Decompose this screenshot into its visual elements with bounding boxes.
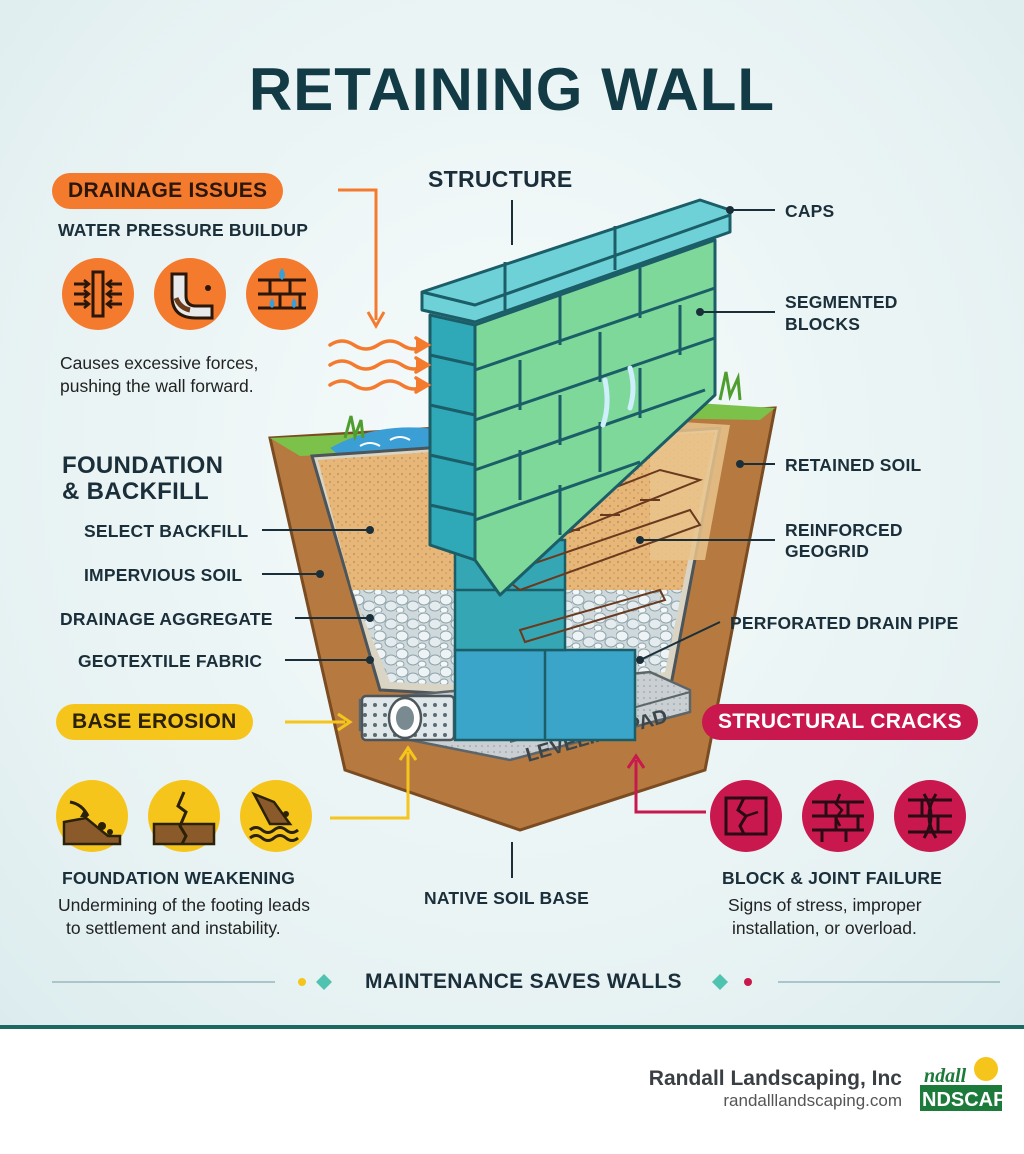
- retained-soil-band: [650, 420, 730, 560]
- page-title: RETAINING WALL: [248, 56, 776, 123]
- drainage-description-line2: pushing the wall forward.: [60, 376, 254, 396]
- infographic-canvas: RETAINING WALL: [0, 0, 1024, 1025]
- footer-rule: [0, 1025, 1024, 1029]
- footer: Randall Landscaping, Inc randalllandscap…: [0, 1025, 1024, 1154]
- maintenance-banner: MAINTENANCE SAVES WALLS: [365, 970, 682, 993]
- foundation-heading-line2: & BACKFILL: [62, 478, 209, 505]
- wall-seepage-icon: [246, 258, 318, 330]
- segmented-blocks-label-line1: SEGMENTED: [785, 292, 898, 312]
- segmented-wall: [420, 198, 732, 597]
- drainage-issues-pill: DRAINAGE ISSUES: [52, 173, 284, 209]
- company-url[interactable]: randalllandscaping.com: [723, 1091, 902, 1110]
- segmented-blocks-label-line2: BLOCKS: [785, 314, 861, 334]
- water-erosion-icon: [240, 780, 312, 852]
- native-soil-base-label: NATIVE SOIL BASE: [424, 888, 589, 908]
- seepage-drips: [600, 365, 636, 428]
- cracked-block-icon: [710, 780, 782, 852]
- cracks-arrow: [626, 753, 706, 814]
- retaining-wall-cross-section: LEVELING PAD: [52, 188, 1000, 990]
- water-pressure-icon: [62, 258, 134, 330]
- geotextile-fabric-label: GEOTEXTILE FABRIC: [78, 651, 263, 671]
- svg-text:NDSCAP: NDSCAP: [922, 1089, 1002, 1111]
- structural-cracks-pill: STRUCTURAL CRACKS: [702, 704, 978, 740]
- cracked-brick-wall-icon: [802, 780, 874, 852]
- perforated-drain-pipe-label: PERFORATED DRAIN PIPE: [730, 613, 959, 633]
- drainage-aggregate-label: DRAINAGE AGGREGATE: [60, 609, 273, 629]
- company-logo: ndall NDSCAP: [920, 1057, 1002, 1111]
- drain-pipe-leak-icon: [154, 258, 226, 330]
- base-erosion-pill: BASE EROSION: [56, 704, 253, 740]
- soil-washout-icon: [56, 780, 128, 852]
- cracks-description-line2: installation, or overload.: [732, 918, 917, 938]
- reinforced-geogrid-label-line2: GEOGRID: [785, 541, 870, 561]
- erosion-subtitle: FOUNDATION WEAKENING: [62, 868, 296, 888]
- structure-heading: STRUCTURE: [428, 166, 573, 192]
- company-name: Randall Landscaping, Inc: [648, 1067, 902, 1090]
- erosion-description-line1: Undermining of the footing leads: [58, 895, 310, 915]
- ground-crack-icon: [148, 780, 220, 852]
- impervious-soil-label: IMPERVIOUS SOIL: [84, 565, 243, 585]
- foundation-heading-line1: FOUNDATION: [62, 452, 224, 479]
- drainage-subtitle: WATER PRESSURE BUILDUP: [58, 220, 309, 240]
- drainage-description-line1: Causes excessive forces,: [60, 353, 259, 373]
- erosion-description-line2: to settlement and instability.: [66, 918, 281, 938]
- bulging-wall-icon: [894, 780, 966, 852]
- reinforced-geogrid-label-line1: REINFORCED: [785, 520, 903, 540]
- drainage-arrow: [338, 188, 378, 320]
- cracks-description-line1: Signs of stress, improper: [728, 895, 922, 915]
- svg-text:ndall: ndall: [924, 1065, 967, 1087]
- caps-label: CAPS: [785, 201, 835, 221]
- select-backfill-label: SELECT BACKFILL: [84, 521, 249, 541]
- leader-lines: [262, 200, 775, 878]
- retained-soil-label: RETAINED SOIL: [785, 455, 922, 475]
- erosion-arrows: [285, 712, 418, 820]
- cracks-subtitle: BLOCK & JOINT FAILURE: [722, 868, 943, 888]
- water-pressure-arrows: [328, 336, 432, 394]
